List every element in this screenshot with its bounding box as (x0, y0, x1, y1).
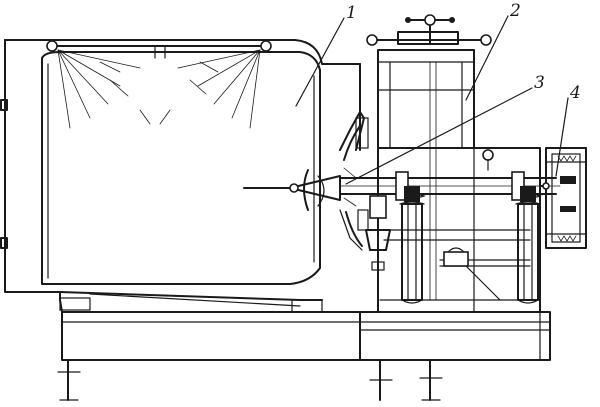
atomizer-3 (289, 111, 369, 251)
vertical-supports (399, 193, 542, 304)
callout-3: 3 (534, 73, 545, 93)
callout-2: 2 (509, 1, 521, 21)
vessel-1 (0, 39, 361, 313)
motor-4 (539, 147, 587, 249)
callout-1: 1 (346, 3, 357, 23)
spray-pattern (57, 49, 261, 129)
leader-lines (295, 15, 569, 185)
spray-bar (46, 40, 272, 59)
callout-4: 4 (569, 83, 581, 103)
valve-fitting (365, 195, 469, 271)
support-legs (57, 359, 443, 401)
base-frame (61, 311, 551, 361)
main-shaft (243, 171, 561, 202)
tower-2 (366, 14, 492, 301)
